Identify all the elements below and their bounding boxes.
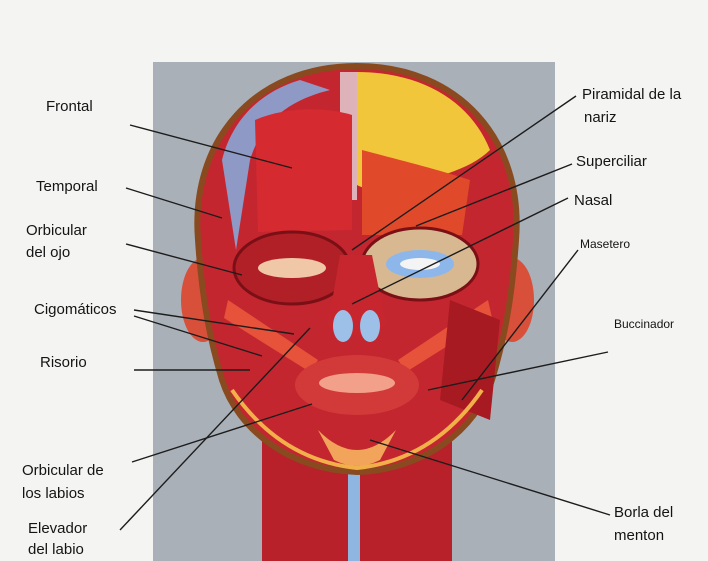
label-superciliar: Superciliar <box>576 151 647 173</box>
label-orbicular-ojo-1: Orbicular <box>26 220 87 242</box>
label-temporal: Temporal <box>36 176 98 198</box>
lips <box>319 373 395 393</box>
label-nasal: Nasal <box>574 190 612 212</box>
label-buccinador: Buccinador <box>614 316 674 332</box>
label-elevador-labio-1: Elevador <box>28 518 87 540</box>
right-nostril <box>360 310 380 342</box>
label-masetero: Masetero <box>580 236 630 252</box>
label-orbicular-labios-2: los labios <box>22 483 85 505</box>
masseter-right <box>440 300 500 420</box>
frontal-muscle <box>255 109 352 232</box>
label-frontal: Frontal <box>46 96 93 118</box>
label-risorio: Risorio <box>40 352 87 374</box>
label-cigomaticos: Cigomáticos <box>34 299 117 321</box>
label-borla-2: menton <box>614 525 664 547</box>
label-elevador-labio-2: del labio <box>28 539 84 561</box>
left-nostril <box>333 310 353 342</box>
label-piramidal-1: Piramidal de la <box>582 84 681 106</box>
label-orbicular-labios-1: Orbicular de <box>22 460 104 482</box>
label-borla-1: Borla del <box>614 502 673 524</box>
label-piramidal-2: nariz <box>584 107 617 129</box>
left-eye <box>258 258 326 278</box>
label-orbicular-ojo-2: del ojo <box>26 242 70 264</box>
